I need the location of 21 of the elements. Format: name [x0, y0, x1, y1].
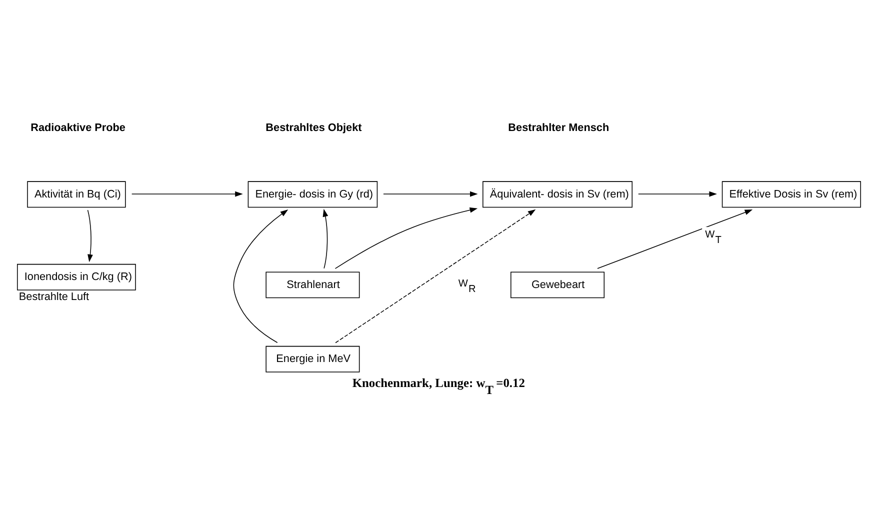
arrow [335, 209, 536, 344]
node-box: Energie in MeV [266, 346, 360, 372]
node-box: Gewebeart [510, 272, 605, 298]
label: Bestrahltes Objekt [266, 122, 362, 134]
node-box: Energie- dosis in Gy (rd) [248, 181, 378, 208]
arrow [638, 191, 717, 197]
node-box: Ionendosis in C/kg (R) [17, 264, 136, 290]
arrow [233, 209, 288, 343]
label: Radioaktive Probe [30, 122, 126, 134]
arrow [131, 191, 243, 197]
node-label: Bestrahlte Luft [18, 291, 90, 304]
node-box: Äquivalent- dosis in Sv (rem) [482, 181, 633, 208]
node-box: Strahlenart [266, 272, 360, 298]
label: Bestrahlter Mensch [508, 122, 610, 134]
arrow [322, 208, 328, 269]
arrow [597, 210, 753, 269]
arrow [383, 191, 478, 197]
node-box: Effektive Dosis in Sv (rem) [722, 181, 861, 208]
arrow [87, 210, 93, 262]
arrow [334, 207, 478, 269]
node-box: Aktivität in Bq (Ci) [27, 181, 126, 208]
